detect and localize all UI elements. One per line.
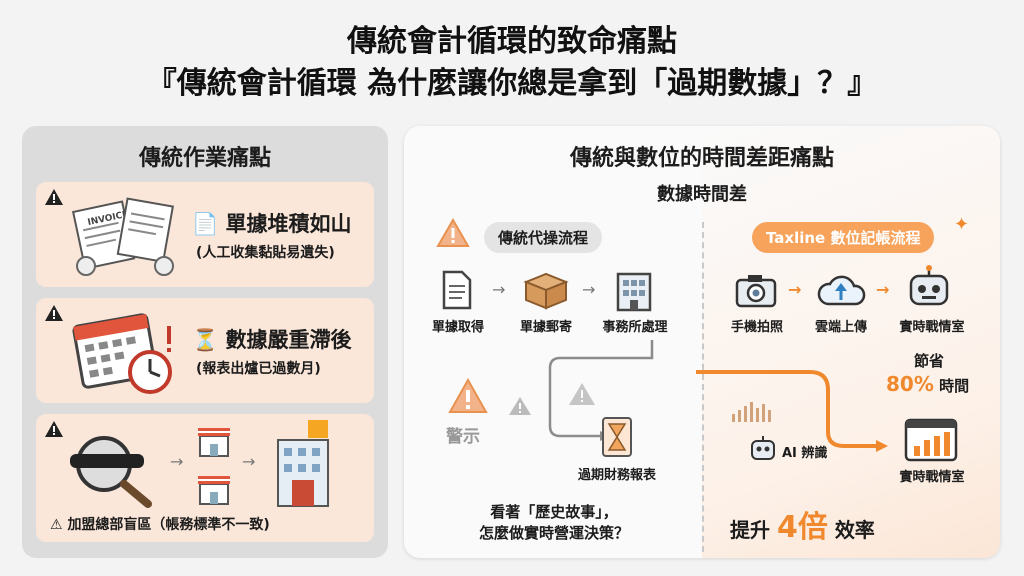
ai-robot-icon — [751, 436, 775, 460]
hourglass-icon — [602, 417, 632, 457]
step-label: 事務所處理 — [602, 320, 668, 335]
step-label: 雲端上傳 — [814, 320, 867, 335]
digital-flow-pill: Taxline 數位記帳流程 — [752, 222, 935, 253]
boost-value: 4倍 — [776, 510, 828, 545]
store-icon — [198, 476, 230, 505]
save-unit: 時間 — [939, 377, 970, 395]
dashboard-icon — [904, 418, 958, 462]
arrow-right-icon: → — [170, 452, 184, 471]
card-caption: 加盟總部盲區（帳務標準不一致) — [67, 517, 270, 533]
arrow-right-icon: → — [876, 280, 890, 299]
hourglass-icon: ⏳ — [192, 328, 226, 352]
panel-heading: 傳統作業痛點 — [138, 146, 271, 171]
document-icon — [442, 270, 472, 310]
warning-label: 警示 — [446, 427, 480, 447]
digital-side-background — [702, 126, 1000, 558]
calendar-clock-icon — [72, 313, 172, 394]
arrow-right-icon: → — [492, 280, 506, 299]
warning-icon — [45, 305, 63, 321]
decision-question: 看著「歷史故事」， 怎麼做實時營運決策？ — [478, 503, 629, 542]
main-subtitle: 『傳統會計循環 為什麼讓你總是拿到「過期數據」？』 — [146, 66, 878, 101]
sparkle-icon: ✦ — [954, 214, 970, 235]
digital-flow-connector — [696, 370, 888, 452]
divider — [702, 222, 704, 552]
card-subtitle: (人工收集黏貼易遺失) — [196, 245, 335, 261]
office-building-icon — [616, 272, 652, 312]
arrow-right-icon: → — [788, 280, 802, 299]
efficiency-boost: 提升 4倍 效率 — [730, 510, 875, 545]
main-title: 傳統會計循環的致命痛點 — [347, 24, 677, 59]
invoice-pile-icon: INVOICE — [71, 197, 175, 276]
arrow-right-icon: → — [242, 452, 256, 471]
save-value: 80% — [886, 372, 934, 396]
step-label: 實時戰情室 — [899, 320, 965, 335]
warning-icon — [45, 189, 63, 205]
pain-card-franchise: → → ⚠ 加盟總部盲區（帳務標準不一致) — [36, 414, 374, 542]
document-page-icon: 📄 — [192, 212, 226, 236]
alert-badge-icon: ⚠ — [50, 517, 68, 533]
traditional-flow-pill: 傳統代操流程 — [484, 222, 603, 253]
step-label: 手機拍照 — [730, 320, 783, 335]
package-box-icon — [523, 272, 569, 310]
ai-label: AI 辨識 — [782, 446, 828, 461]
expired-report-label: 過期財務報表 — [577, 468, 656, 483]
traditional-pain-panel: 傳統作業痛點 INVOICE 📄 單據堆積如山 (人工收集黏貼易遺失) — [22, 126, 388, 558]
warning-icon — [569, 383, 595, 405]
card-title: 單據堆積如山 — [225, 212, 352, 236]
pain-card-delay: ⏳ 數據嚴重滯後 (報表出爐已過數月) — [36, 298, 374, 403]
warning-icon — [45, 421, 63, 437]
camera-icon — [735, 275, 777, 308]
step-label: 單據郵寄 — [519, 320, 572, 335]
time-gap-panel: 傳統與數位的時間差距痛點 數據時間差 傳統代操流程 → → 單據取得 單據郵寄 … — [404, 126, 1000, 558]
card-subtitle: (報表出爐已過數月) — [196, 361, 321, 377]
cloud-upload-icon — [817, 275, 866, 306]
robot-icon — [909, 265, 949, 306]
warning-icon — [436, 218, 470, 247]
save-label: 節省 — [914, 352, 945, 370]
headquarters-building-icon — [277, 420, 329, 507]
store-icon — [198, 428, 230, 457]
dashboard-label: 實時戰情室 — [899, 470, 965, 485]
arrow-right-icon: → — [582, 280, 596, 299]
panel-subheading: 數據時間差 — [657, 184, 747, 205]
pain-card-documents: INVOICE 📄 單據堆積如山 (人工收集黏貼易遺失) — [36, 182, 374, 287]
warning-icon — [448, 378, 488, 413]
card-title: 數據嚴重滯後 — [225, 328, 352, 352]
audio-bars-icon — [732, 402, 771, 422]
step-label: 單據取得 — [431, 320, 484, 335]
panel-heading: 傳統與數位的時間差距痛點 — [569, 146, 834, 171]
blindfold-magnifier-icon — [70, 436, 152, 508]
warning-icon — [509, 397, 531, 415]
